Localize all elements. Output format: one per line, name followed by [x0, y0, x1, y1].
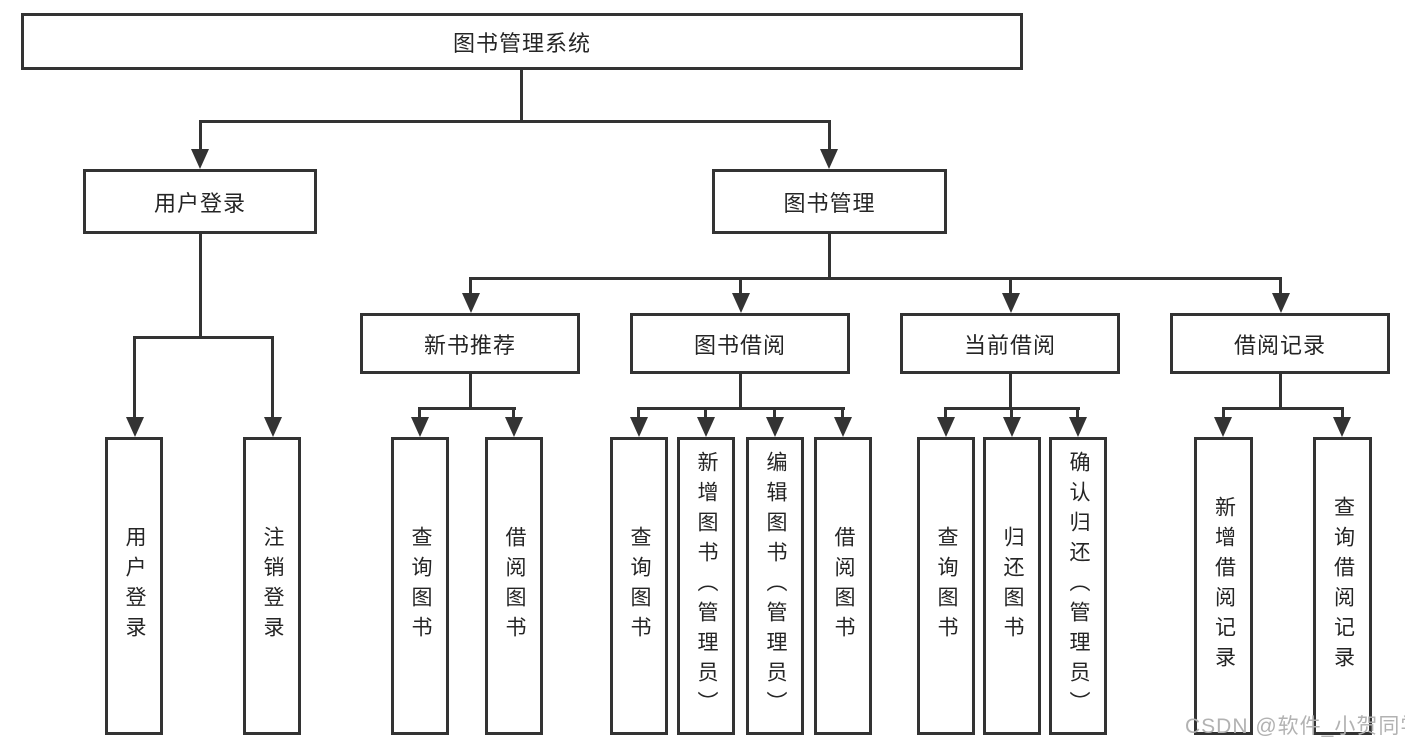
node-label: 借阅图书: [832, 526, 855, 646]
node-label: 新增图书（管理员）: [695, 451, 718, 721]
node-label: 用户登录: [123, 526, 146, 646]
arrow-down-icon: [834, 417, 852, 437]
node-label: 归还图书: [1001, 526, 1024, 646]
node-label: 新书推荐: [423, 332, 516, 358]
connector-line: [1279, 374, 1282, 407]
node-label: 查询图书: [409, 526, 432, 646]
connector-line: [1009, 374, 1012, 407]
arrow-down-icon: [937, 417, 955, 437]
arrow-down-icon: [1272, 293, 1290, 313]
node-label: 确认归还（管理员）: [1067, 451, 1090, 721]
node-label: 新增借阅记录: [1212, 496, 1236, 676]
connector-line: [637, 407, 845, 410]
node-label: 查询图书: [935, 526, 958, 646]
leaf-add-books-admin: 新增图书（管理员）: [677, 437, 735, 735]
node-label: 图书借阅: [693, 332, 786, 358]
leaf-logout: 注销登录: [243, 437, 301, 735]
connector-line: [828, 120, 831, 149]
connector-line: [944, 407, 947, 417]
node-label: 编辑图书（管理员）: [764, 451, 787, 721]
connector-line: [739, 277, 742, 293]
connector-line: [1222, 407, 1225, 417]
leaf-add-borrow-record: 新增借阅记录: [1194, 437, 1253, 735]
leaf-borrowing-borrow-books: 借阅图书: [814, 437, 872, 735]
node-book-management: 图书管理: [712, 169, 947, 234]
connector-line: [1010, 407, 1013, 417]
arrow-down-icon: [191, 149, 209, 169]
node-label: 图书管理系统: [452, 30, 591, 56]
connector-line: [199, 120, 202, 149]
connector-line: [704, 407, 707, 417]
node-label: 借阅记录: [1233, 332, 1326, 358]
arrow-down-icon: [126, 417, 144, 437]
arrow-down-icon: [766, 417, 784, 437]
node-current-borrowing: 当前借阅: [900, 313, 1120, 374]
leaf-query-borrow-record: 查询借阅记录: [1313, 437, 1372, 735]
node-label: 用户登录: [153, 190, 246, 216]
leaf-current-query-books: 查询图书: [917, 437, 975, 735]
connector-line: [1341, 407, 1344, 417]
connector-line: [520, 70, 523, 120]
arrow-down-icon: [264, 417, 282, 437]
leaf-edit-books-admin: 编辑图书（管理员）: [746, 437, 804, 735]
arrow-down-icon: [1003, 417, 1021, 437]
connector-line: [841, 407, 844, 417]
node-user-login: 用户登录: [83, 169, 317, 234]
arrow-down-icon: [630, 417, 648, 437]
connector-line: [418, 407, 516, 410]
connector-line: [773, 407, 776, 417]
arrow-down-icon: [462, 293, 480, 313]
connector-line: [469, 277, 1282, 280]
arrow-down-icon: [697, 417, 715, 437]
connector-line: [1222, 407, 1344, 410]
connector-line: [199, 120, 831, 123]
connector-line: [739, 374, 742, 407]
connector-line: [133, 336, 274, 339]
arrow-down-icon: [1214, 417, 1232, 437]
node-label: 注销登录: [261, 526, 284, 646]
connector-line: [271, 336, 274, 417]
node-new-book-recommend: 新书推荐: [360, 313, 580, 374]
node-label: 查询图书: [628, 526, 651, 646]
leaf-user-login: 用户登录: [105, 437, 163, 735]
connector-line: [418, 407, 421, 417]
arrow-down-icon: [1333, 417, 1351, 437]
node-label: 借阅图书: [503, 526, 526, 646]
arrow-down-icon: [1069, 417, 1087, 437]
leaf-return-books: 归还图书: [983, 437, 1041, 735]
connector-line: [469, 374, 472, 407]
node-label: 当前借阅: [963, 332, 1056, 358]
leaf-recommend-borrow-books: 借阅图书: [485, 437, 543, 735]
connector-line: [469, 277, 472, 293]
node-library-management-system: 图书管理系统: [21, 13, 1023, 70]
connector-line: [1076, 407, 1079, 417]
connector-line: [512, 407, 515, 417]
connector-line: [828, 234, 831, 277]
connector-line: [1279, 277, 1282, 293]
arrow-down-icon: [820, 149, 838, 169]
connector-line: [133, 336, 136, 417]
leaf-borrowing-query-books: 查询图书: [610, 437, 668, 735]
node-borrowing-records: 借阅记录: [1170, 313, 1390, 374]
leaf-recommend-query-books: 查询图书: [391, 437, 449, 735]
connector-line: [1009, 277, 1012, 293]
leaf-confirm-return-admin: 确认归还（管理员）: [1049, 437, 1107, 735]
connector-line: [199, 234, 202, 336]
node-book-borrowing: 图书借阅: [630, 313, 850, 374]
arrow-down-icon: [505, 417, 523, 437]
connector-line: [637, 407, 640, 417]
node-label: 查询借阅记录: [1331, 496, 1355, 676]
arrow-down-icon: [411, 417, 429, 437]
arrow-down-icon: [732, 293, 750, 313]
node-label: 图书管理: [783, 190, 876, 216]
csdn-watermark: CSDN @软件_小贺同学: [1185, 715, 1405, 738]
arrow-down-icon: [1002, 293, 1020, 313]
